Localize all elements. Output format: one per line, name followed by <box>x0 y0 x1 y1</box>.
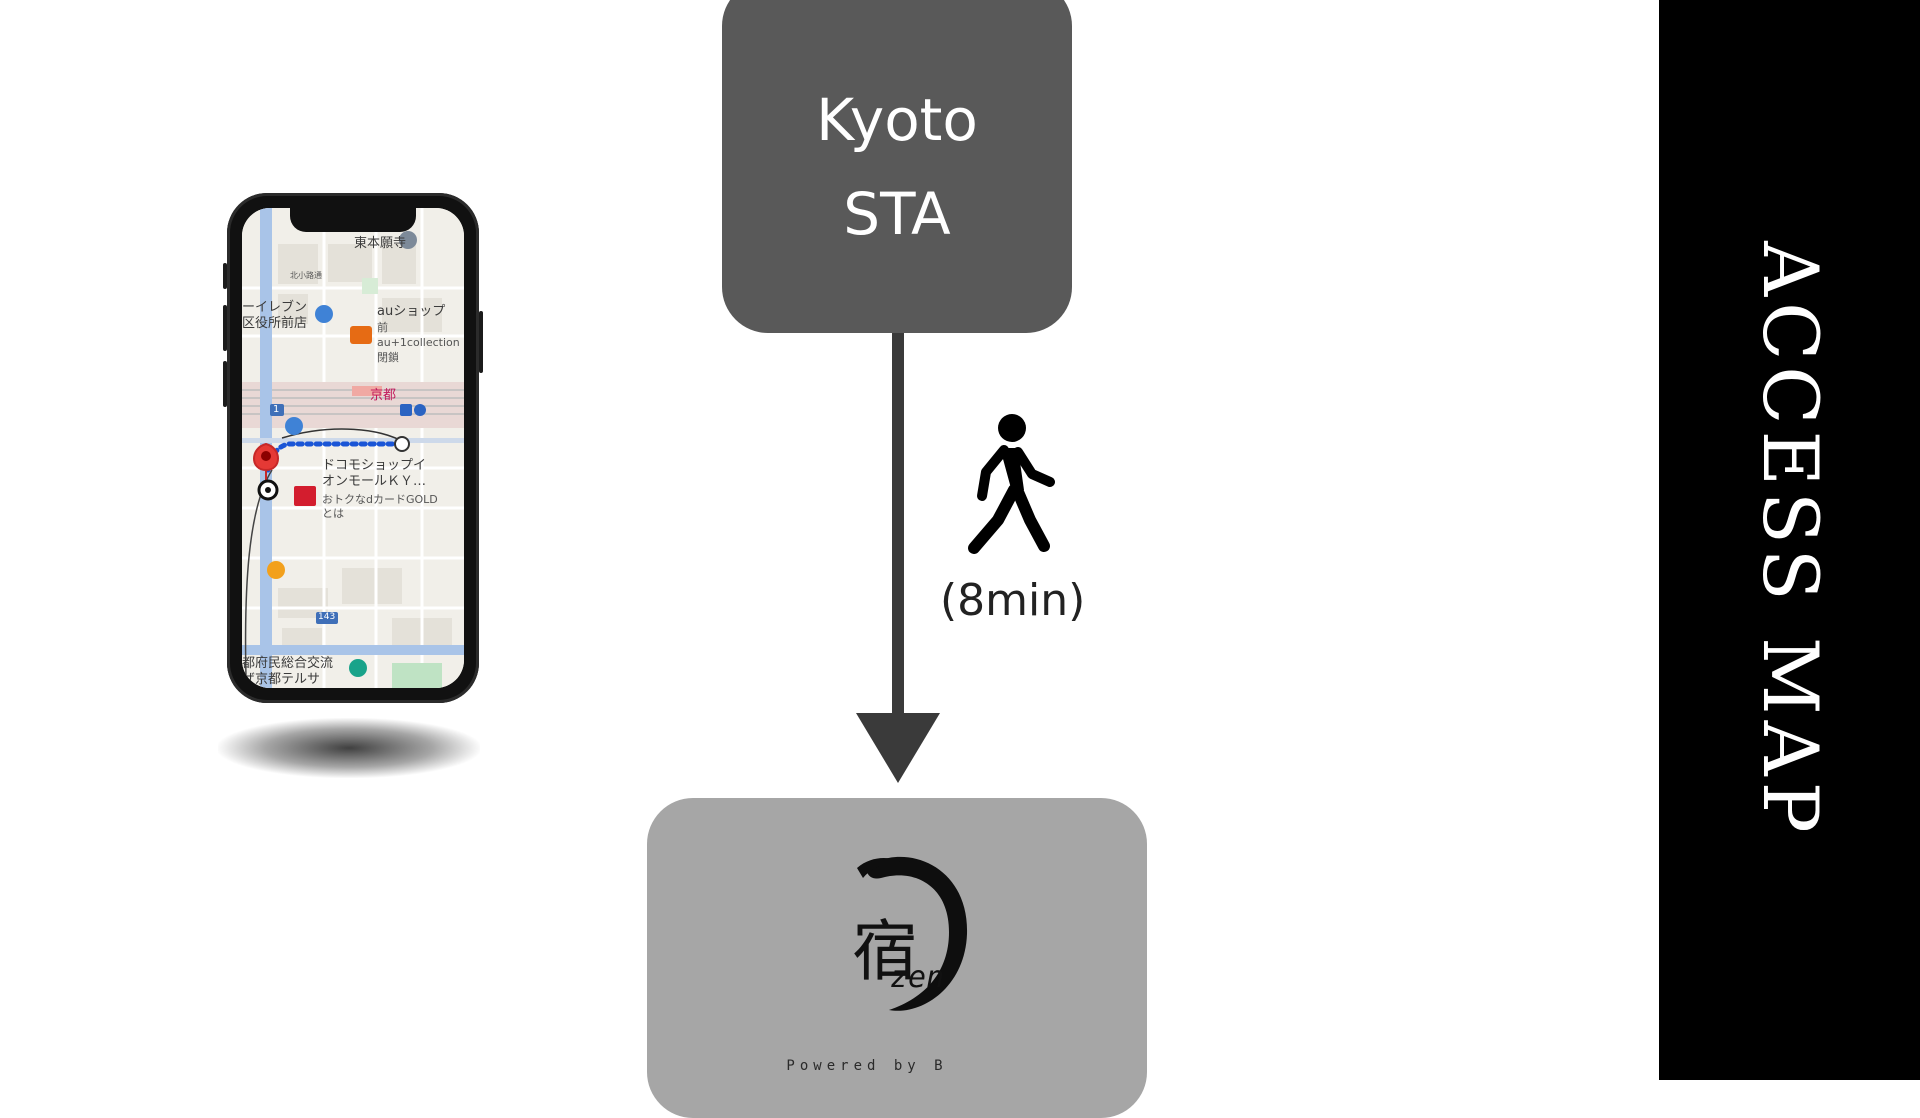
phone-volume-up <box>223 305 227 351</box>
map-label-street: 北小路通 <box>290 271 322 280</box>
route-badge-143: 143 <box>318 612 336 622</box>
side-band <box>1659 0 1920 1080</box>
map-label-store-1: ーイレブン <box>242 300 308 315</box>
phone-screen: 東本願寺 北小路通 ーイレブン 区役所前店 auショップ 前 au+1colle… <box>242 208 464 688</box>
walk-time-label: (8min) <box>940 575 1086 626</box>
map-label-au-1: auショップ <box>377 304 446 319</box>
kyoto-station-box: Kyoto STA <box>722 0 1072 333</box>
station-name: Kyoto <box>816 85 978 154</box>
phone-power-button <box>479 311 483 373</box>
station-suffix: STA <box>843 179 951 248</box>
phone-volume-down <box>223 361 227 407</box>
phone-side-button <box>223 263 227 289</box>
hotel-box: 宿 zen Powered by B <box>647 798 1147 1118</box>
map-label-docomo-1: ドコモショップイ <box>322 458 427 473</box>
down-arrow-icon <box>856 333 940 783</box>
map-label-docomo-2: オンモールＫＹ… <box>322 474 427 489</box>
phone-notch <box>290 208 416 232</box>
route-badge-1: 1 <box>273 404 280 415</box>
map-label-au-3: au+1collection <box>377 336 460 349</box>
map-label-plaza-1: 都府民総合交流 <box>242 656 334 671</box>
map-label-station: 京都 <box>370 388 397 403</box>
map-label-plaza-2: ザ京都テルサ <box>242 672 321 687</box>
map-label-temple: 東本願寺 <box>354 236 407 251</box>
enso-logo-icon <box>857 856 968 1011</box>
walking-person-icon <box>968 414 1055 554</box>
map-label-store-2: 区役所前店 <box>242 316 308 331</box>
map-label-docomo-3: おトクなdカードGOLD <box>322 493 438 506</box>
map-image <box>242 208 464 688</box>
phone-mockup: 東本願寺 北小路通 ーイレブン 区役所前店 auショップ 前 au+1colle… <box>223 193 483 703</box>
map-label-au-4: 閉鎖 <box>377 351 399 364</box>
logo-kanji: 宿 <box>852 913 918 990</box>
access-map-title: ACCESS MAP <box>1746 241 1835 839</box>
map-label-docomo-4: とは <box>322 507 344 520</box>
powered-by-text: Powered by B <box>786 1058 948 1074</box>
logo-zen-text: zen <box>890 960 945 995</box>
map-label-au-2: 前 <box>377 321 388 334</box>
phone-shadow <box>218 718 480 778</box>
